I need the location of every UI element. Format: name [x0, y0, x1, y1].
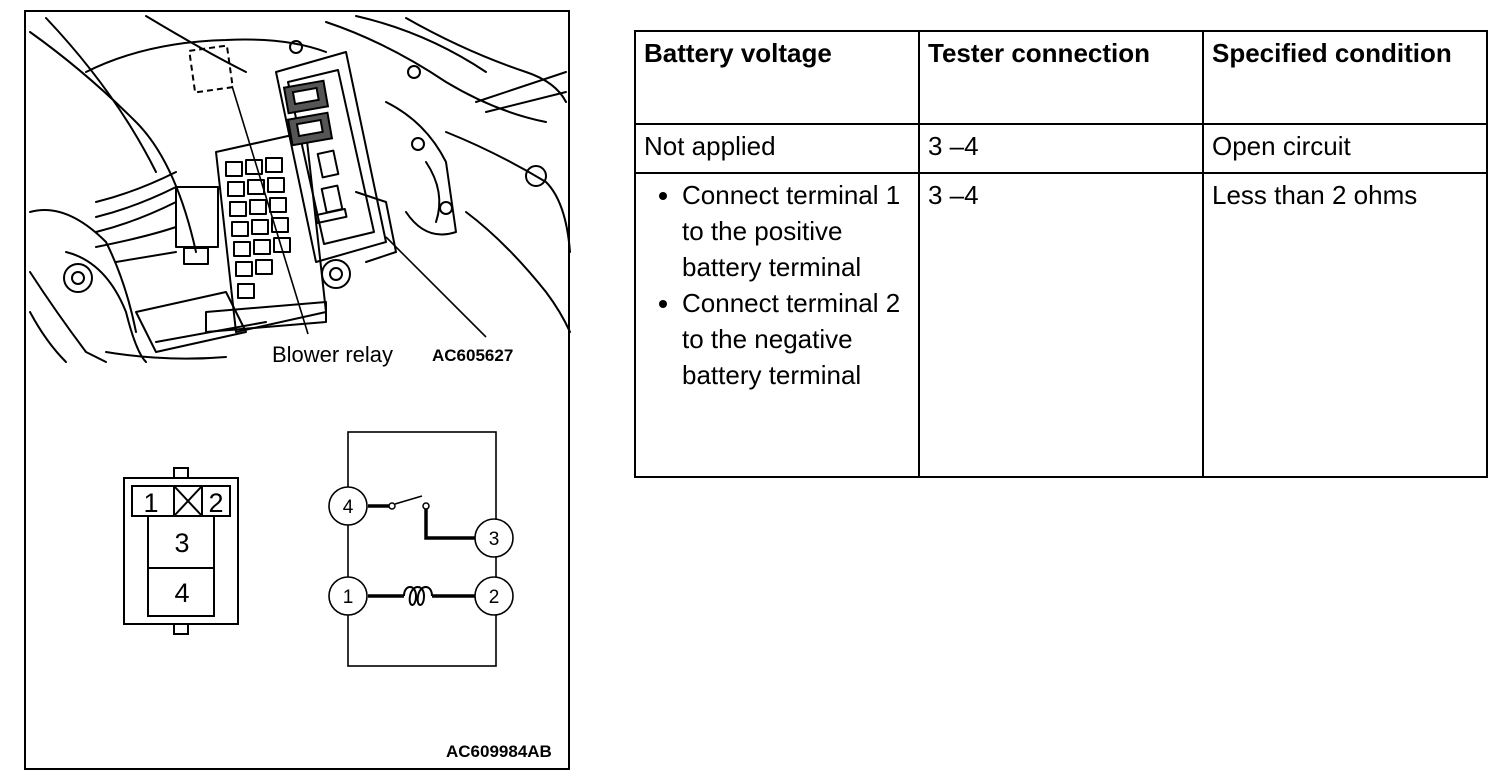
table-row: Connect terminal 1 to the positive batte… — [634, 172, 1488, 478]
specification-table: Battery voltage Tester connection Specif… — [634, 30, 1488, 478]
terminal-3-label: 3 — [489, 529, 500, 550]
cell-battery-voltage: Not applied — [634, 123, 920, 174]
connector-pin-labels: 1 2 3 4 — [143, 488, 223, 608]
connector-diagram — [123, 467, 239, 635]
table-row: Not applied 3 –4 Open circuit — [634, 123, 1488, 174]
blower-relay-highlight — [282, 79, 334, 147]
pin-3-label: 3 — [174, 528, 189, 558]
terminal-2-label: 2 — [489, 587, 500, 608]
pin-1-label: 1 — [143, 488, 158, 518]
relay-figure: 1 2 3 4 4 3 1 2 — [24, 10, 571, 770]
cell-condition: Open circuit — [1202, 123, 1488, 174]
blower-relay-label: Blower relay — [272, 342, 394, 367]
code-leader — [385, 236, 487, 338]
photo-code: AC605627 — [432, 346, 514, 365]
pin-2-label: 2 — [208, 488, 223, 518]
table-header-row: Battery voltage Tester connection Specif… — [634, 30, 1488, 125]
battery-steps-list: Connect terminal 1 to the positive batte… — [644, 177, 910, 393]
cell-battery-voltage: Connect terminal 1 to the positive batte… — [634, 172, 920, 478]
relay-circuit-diagram — [328, 431, 514, 667]
blower-relay-leader — [231, 85, 309, 335]
terminal-labels: 4 3 1 2 — [343, 497, 500, 608]
cell-tester-connection: 3 –4 — [918, 123, 1204, 174]
pin-4-label: 4 — [174, 578, 189, 608]
header-tester-connection: Tester connection — [918, 30, 1204, 125]
engine-bay-illustration — [29, 15, 571, 363]
relay-illustration: 1 2 3 4 4 3 1 2 — [29, 15, 571, 667]
figure-code: AC609984AB — [446, 742, 552, 761]
header-battery-voltage: Battery voltage — [634, 30, 920, 125]
cell-tester-connection: 3 –4 — [918, 172, 1204, 478]
header-specified-condition: Specified condition — [1202, 30, 1488, 125]
terminal-1-label: 1 — [343, 587, 354, 608]
terminal-4-label: 4 — [343, 497, 354, 518]
cell-condition: Less than 2 ohms — [1202, 172, 1488, 478]
list-item: Connect terminal 2 to the negative batte… — [682, 285, 910, 393]
list-item: Connect terminal 1 to the positive batte… — [682, 177, 910, 285]
